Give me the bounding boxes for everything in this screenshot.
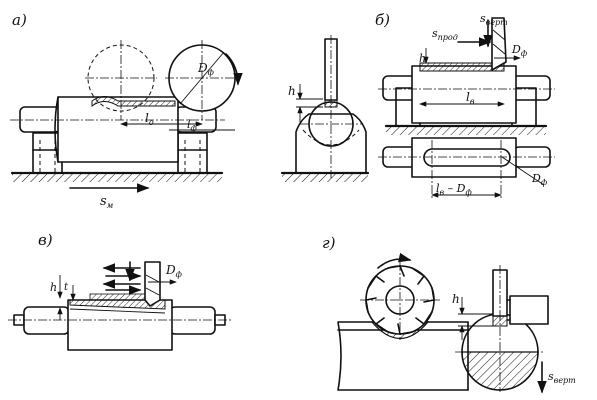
panel-g: г) h xyxy=(322,234,576,394)
panel-a-shaft-left xyxy=(19,106,61,133)
panel-a-base-hatch xyxy=(12,173,222,182)
panel-b-section: h xyxy=(280,35,370,182)
svg-text:h: h xyxy=(50,281,57,294)
svg-text:sверт: sверт xyxy=(480,12,508,27)
svg-text:lв – Dф: lв – Dф xyxy=(436,182,472,197)
svg-text:Dф: Dф xyxy=(165,263,182,279)
svg-text:Dф: Dф xyxy=(531,172,547,187)
svg-text:lв: lв xyxy=(466,90,475,106)
svg-text:lф: lф xyxy=(187,118,197,133)
panel-a-right-support xyxy=(177,132,208,174)
panel-v-endmill xyxy=(144,261,161,307)
svg-text:sм: sм xyxy=(100,194,114,210)
panel-b-slot xyxy=(423,148,511,167)
svg-text:h: h xyxy=(288,84,296,98)
svg-text:sпрод: sпрод xyxy=(432,27,458,42)
svg-text:sверт: sверт xyxy=(548,370,576,385)
panel-a-rotation-arrow xyxy=(225,53,243,86)
panel-b: б) h sпрод sверт Dф lв xyxy=(375,11,555,200)
panel-g-label: г) xyxy=(322,234,336,252)
svg-text:Dф: Dф xyxy=(197,61,214,77)
svg-text:lо: lо xyxy=(145,111,154,127)
panel-b-plan xyxy=(411,137,517,178)
svg-text:t: t xyxy=(64,282,69,293)
panel-v-label: в) xyxy=(38,231,53,249)
panel-b-workpiece xyxy=(411,65,517,124)
svg-text:Dф: Dф xyxy=(511,43,527,58)
panel-a-workpiece xyxy=(57,96,179,163)
svg-text:h: h xyxy=(452,292,460,306)
panel-a-label: а) xyxy=(12,11,27,29)
panel-b-endmill-top xyxy=(491,17,507,71)
panel-a: а) xyxy=(10,11,243,210)
panel-v: в) h t Dф xyxy=(8,231,232,351)
panel-g-gear-cutter xyxy=(360,252,440,340)
panel-a-keyway xyxy=(91,96,176,107)
panel-b-label: б) xyxy=(375,11,390,29)
svg-text:h: h xyxy=(419,52,426,65)
